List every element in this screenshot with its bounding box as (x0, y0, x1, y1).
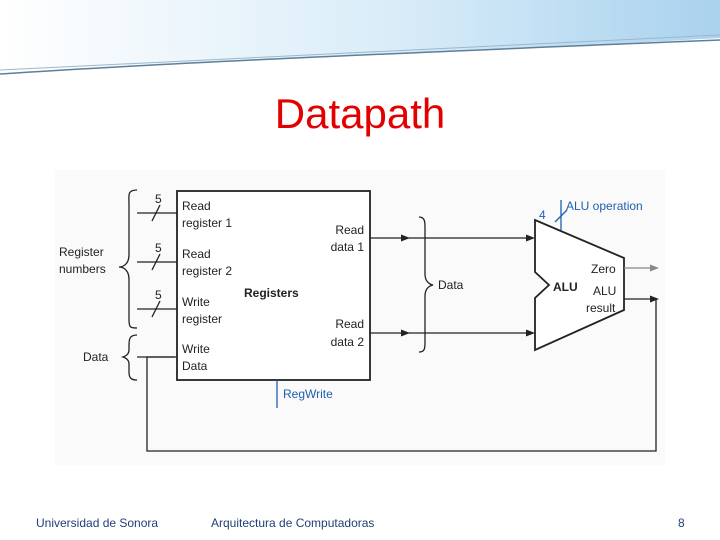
read-data-2-label-a: Read (335, 317, 364, 331)
slide-title: Datapath (274, 90, 446, 137)
regwrite-label: RegWrite (283, 387, 333, 401)
register-file-box (176, 190, 371, 381)
footer-course: Arquitectura de Computadoras (211, 516, 375, 530)
zero-output-arrow (650, 264, 659, 272)
read-data-2-arrow (526, 329, 535, 337)
data-input-label: Data (83, 350, 109, 364)
read-data-1-register-arrow (401, 234, 410, 242)
alu-operation-slash (554, 209, 568, 223)
read-data-1-arrow (526, 234, 535, 242)
read-register-1-width: 5 (155, 192, 162, 206)
page-number: 8 (678, 516, 685, 530)
write-data-label-b: Data (182, 359, 208, 373)
data-brace (120, 334, 138, 381)
read-register-2-width: 5 (155, 241, 162, 255)
read-register-1-slash (151, 204, 161, 222)
footer-university: Universidad de Sonora (36, 516, 159, 530)
read-register-2-label-b: register 2 (182, 264, 232, 278)
data-output-label: Data (438, 278, 464, 292)
register-numbers-label-line2: numbers (59, 262, 106, 276)
read-register-1-label-b: register 1 (182, 216, 232, 230)
write-back-loop (146, 299, 657, 452)
alu-result-label-a: ALU (593, 284, 616, 298)
datapath-diagram: Register numbers Data 5 5 5 Read registe… (55, 170, 665, 465)
registers-title: Registers (244, 286, 299, 300)
alu-result-arrow (650, 295, 659, 303)
register-numbers-brace (118, 189, 138, 329)
read-register-1-label-a: Read (182, 199, 211, 213)
read-data-1-label-a: Read (335, 223, 364, 237)
read-register-2-slash (151, 253, 161, 271)
read-data-1-label-b: data 1 (331, 240, 365, 254)
header-swoosh-decoration (0, 0, 720, 75)
register-numbers-label-line1: Register (59, 245, 104, 259)
alu-zero-label: Zero (591, 262, 616, 276)
write-register-slash (151, 300, 161, 318)
alu-operation-label: ALU operation (566, 199, 643, 213)
write-register-label-a: Write (182, 295, 210, 309)
alu-name: ALU (553, 280, 578, 294)
read-data-2-label-b: data 2 (331, 335, 365, 349)
write-data-label-a: Write (182, 342, 210, 356)
alu-result-label-b: result (586, 301, 616, 315)
read-data-2-register-arrow (401, 329, 410, 337)
data-output-brace (418, 216, 434, 353)
alu-shape (534, 218, 625, 352)
read-register-2-label-a: Read (182, 247, 211, 261)
alu-operation-width: 4 (539, 208, 546, 222)
write-register-label-b: register (182, 312, 222, 326)
write-register-width: 5 (155, 288, 162, 302)
